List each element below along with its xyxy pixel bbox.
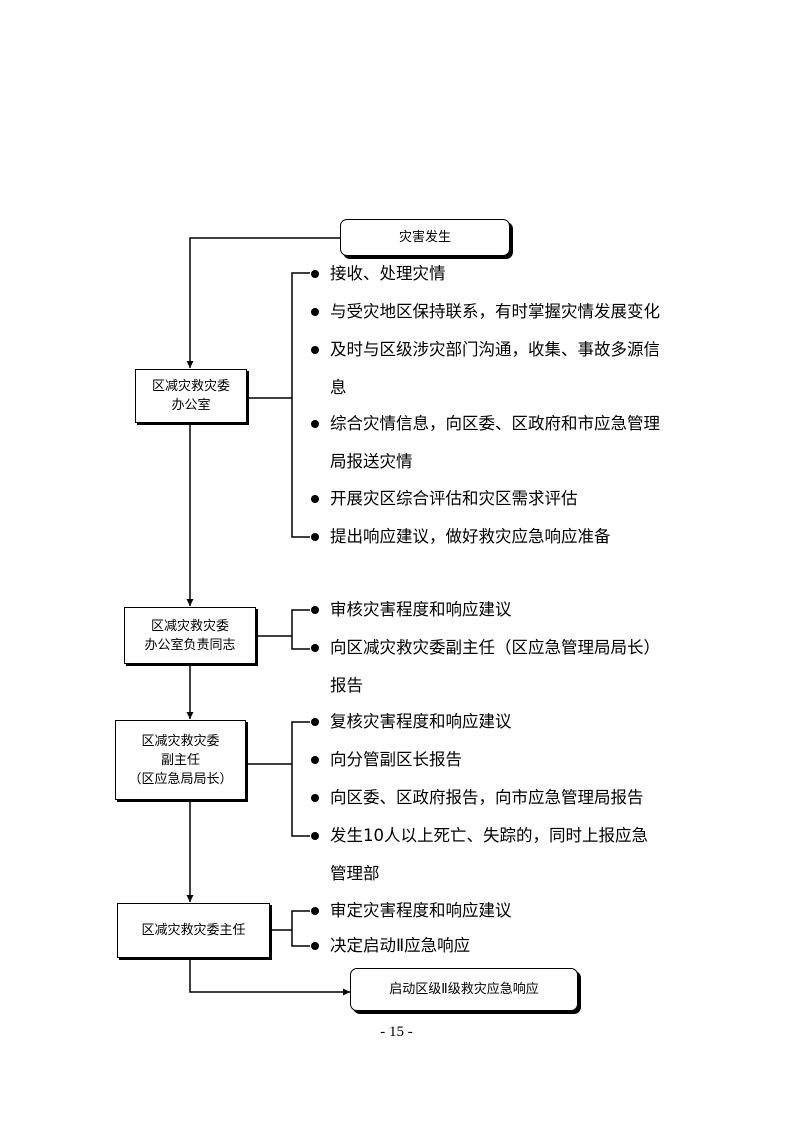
bullet-dot-icon xyxy=(311,942,319,950)
bullet-item-continuation: 息 xyxy=(330,378,347,397)
bullet-item-continuation: 局报送灾情 xyxy=(330,452,413,471)
bullet-dot-icon xyxy=(311,794,319,802)
bracket-3 xyxy=(246,721,310,837)
end-label: 启动区级Ⅱ级救灾应急响应 xyxy=(389,982,539,997)
bullet-item: 向区减灾救灾委副主任（区应急管理局局长） xyxy=(311,629,660,667)
bullet-item: 及时与区级涉灾部门沟通，收集、事故多源信 xyxy=(311,331,660,369)
step-box-line: 办公室负责同志 xyxy=(144,637,236,653)
connector-end xyxy=(189,958,350,996)
bullet-item: 审定灾害程度和响应建议 xyxy=(311,892,512,930)
bullet-dot-icon xyxy=(311,495,319,503)
bullet-item-continuation: 报告 xyxy=(330,676,363,695)
bullet-dot-icon xyxy=(311,533,319,541)
bullet-dot-icon xyxy=(311,346,319,354)
connector-start xyxy=(186,237,340,368)
bullet-dot-icon xyxy=(311,756,319,764)
bullet-dot-icon xyxy=(311,718,319,726)
bullet-dot-icon xyxy=(311,832,319,840)
start-label: 灾害发生 xyxy=(398,230,451,245)
bullet-item: 接收、处理灾情 xyxy=(311,255,446,293)
step-box-line: 办公室 xyxy=(171,398,211,413)
bullet-item-continuation: 管理部 xyxy=(330,864,380,883)
end-box: 启动区级Ⅱ级救灾应急响应 xyxy=(350,968,578,1011)
step-box-office: 区减灾救灾委 办公室 xyxy=(135,369,247,423)
step-box-line: 区减灾救灾委 xyxy=(141,733,220,749)
step-box-deputy-director: 区减灾救灾委 副主任 （区应急局局长） xyxy=(115,720,246,800)
bullet-dot-icon xyxy=(311,606,319,614)
bullet-item: 提出响应建议，做好救灾应急响应准备 xyxy=(311,518,611,556)
bracket-2 xyxy=(256,609,310,650)
bullet-dot-icon xyxy=(311,308,319,316)
bullet-dot-icon xyxy=(311,907,319,915)
step-box-director: 区减灾救灾委主任 xyxy=(117,903,270,958)
step-box-line: 区减灾救灾委 xyxy=(151,379,230,394)
step-box-line: （区应急局局长） xyxy=(128,771,233,787)
bullet-item: 发生10人以上死亡、失踪的，同时上报应急 xyxy=(311,817,648,855)
start-box: 灾害发生 xyxy=(340,219,510,256)
step-box-office-head: 区减灾救灾委 办公室负责同志 xyxy=(124,607,256,664)
bullet-item: 向分管副区长报告 xyxy=(311,741,462,779)
step-box-line: 区减灾救灾委 xyxy=(150,618,229,634)
bullet-item: 综合灾情信息，向区委、区政府和市应急管理 xyxy=(311,405,660,443)
bracket-4 xyxy=(270,910,310,947)
bullet-dot-icon xyxy=(311,644,319,652)
page-number: - 15 - xyxy=(380,1024,413,1040)
bullet-dot-icon xyxy=(311,420,319,428)
bullet-item: 与受灾地区保持联系，有时掌握灾情发展变化 xyxy=(311,293,660,331)
bullet-item: 开展灾区综合评估和灾区需求评估 xyxy=(311,480,578,518)
bullet-item: 向区委、区政府报告，向市应急管理局报告 xyxy=(311,779,644,817)
step-box-line: 区减灾救灾委主任 xyxy=(141,923,246,938)
bullet-item: 审核灾害程度和响应建议 xyxy=(311,591,512,629)
bullet-item: 决定启动Ⅱ应急响应 xyxy=(311,927,470,965)
bullet-item: 复核灾害程度和响应建议 xyxy=(311,703,512,741)
step-box-line: 副主任 xyxy=(160,752,200,768)
bullet-dot-icon xyxy=(311,270,319,278)
bracket-1 xyxy=(247,272,310,538)
